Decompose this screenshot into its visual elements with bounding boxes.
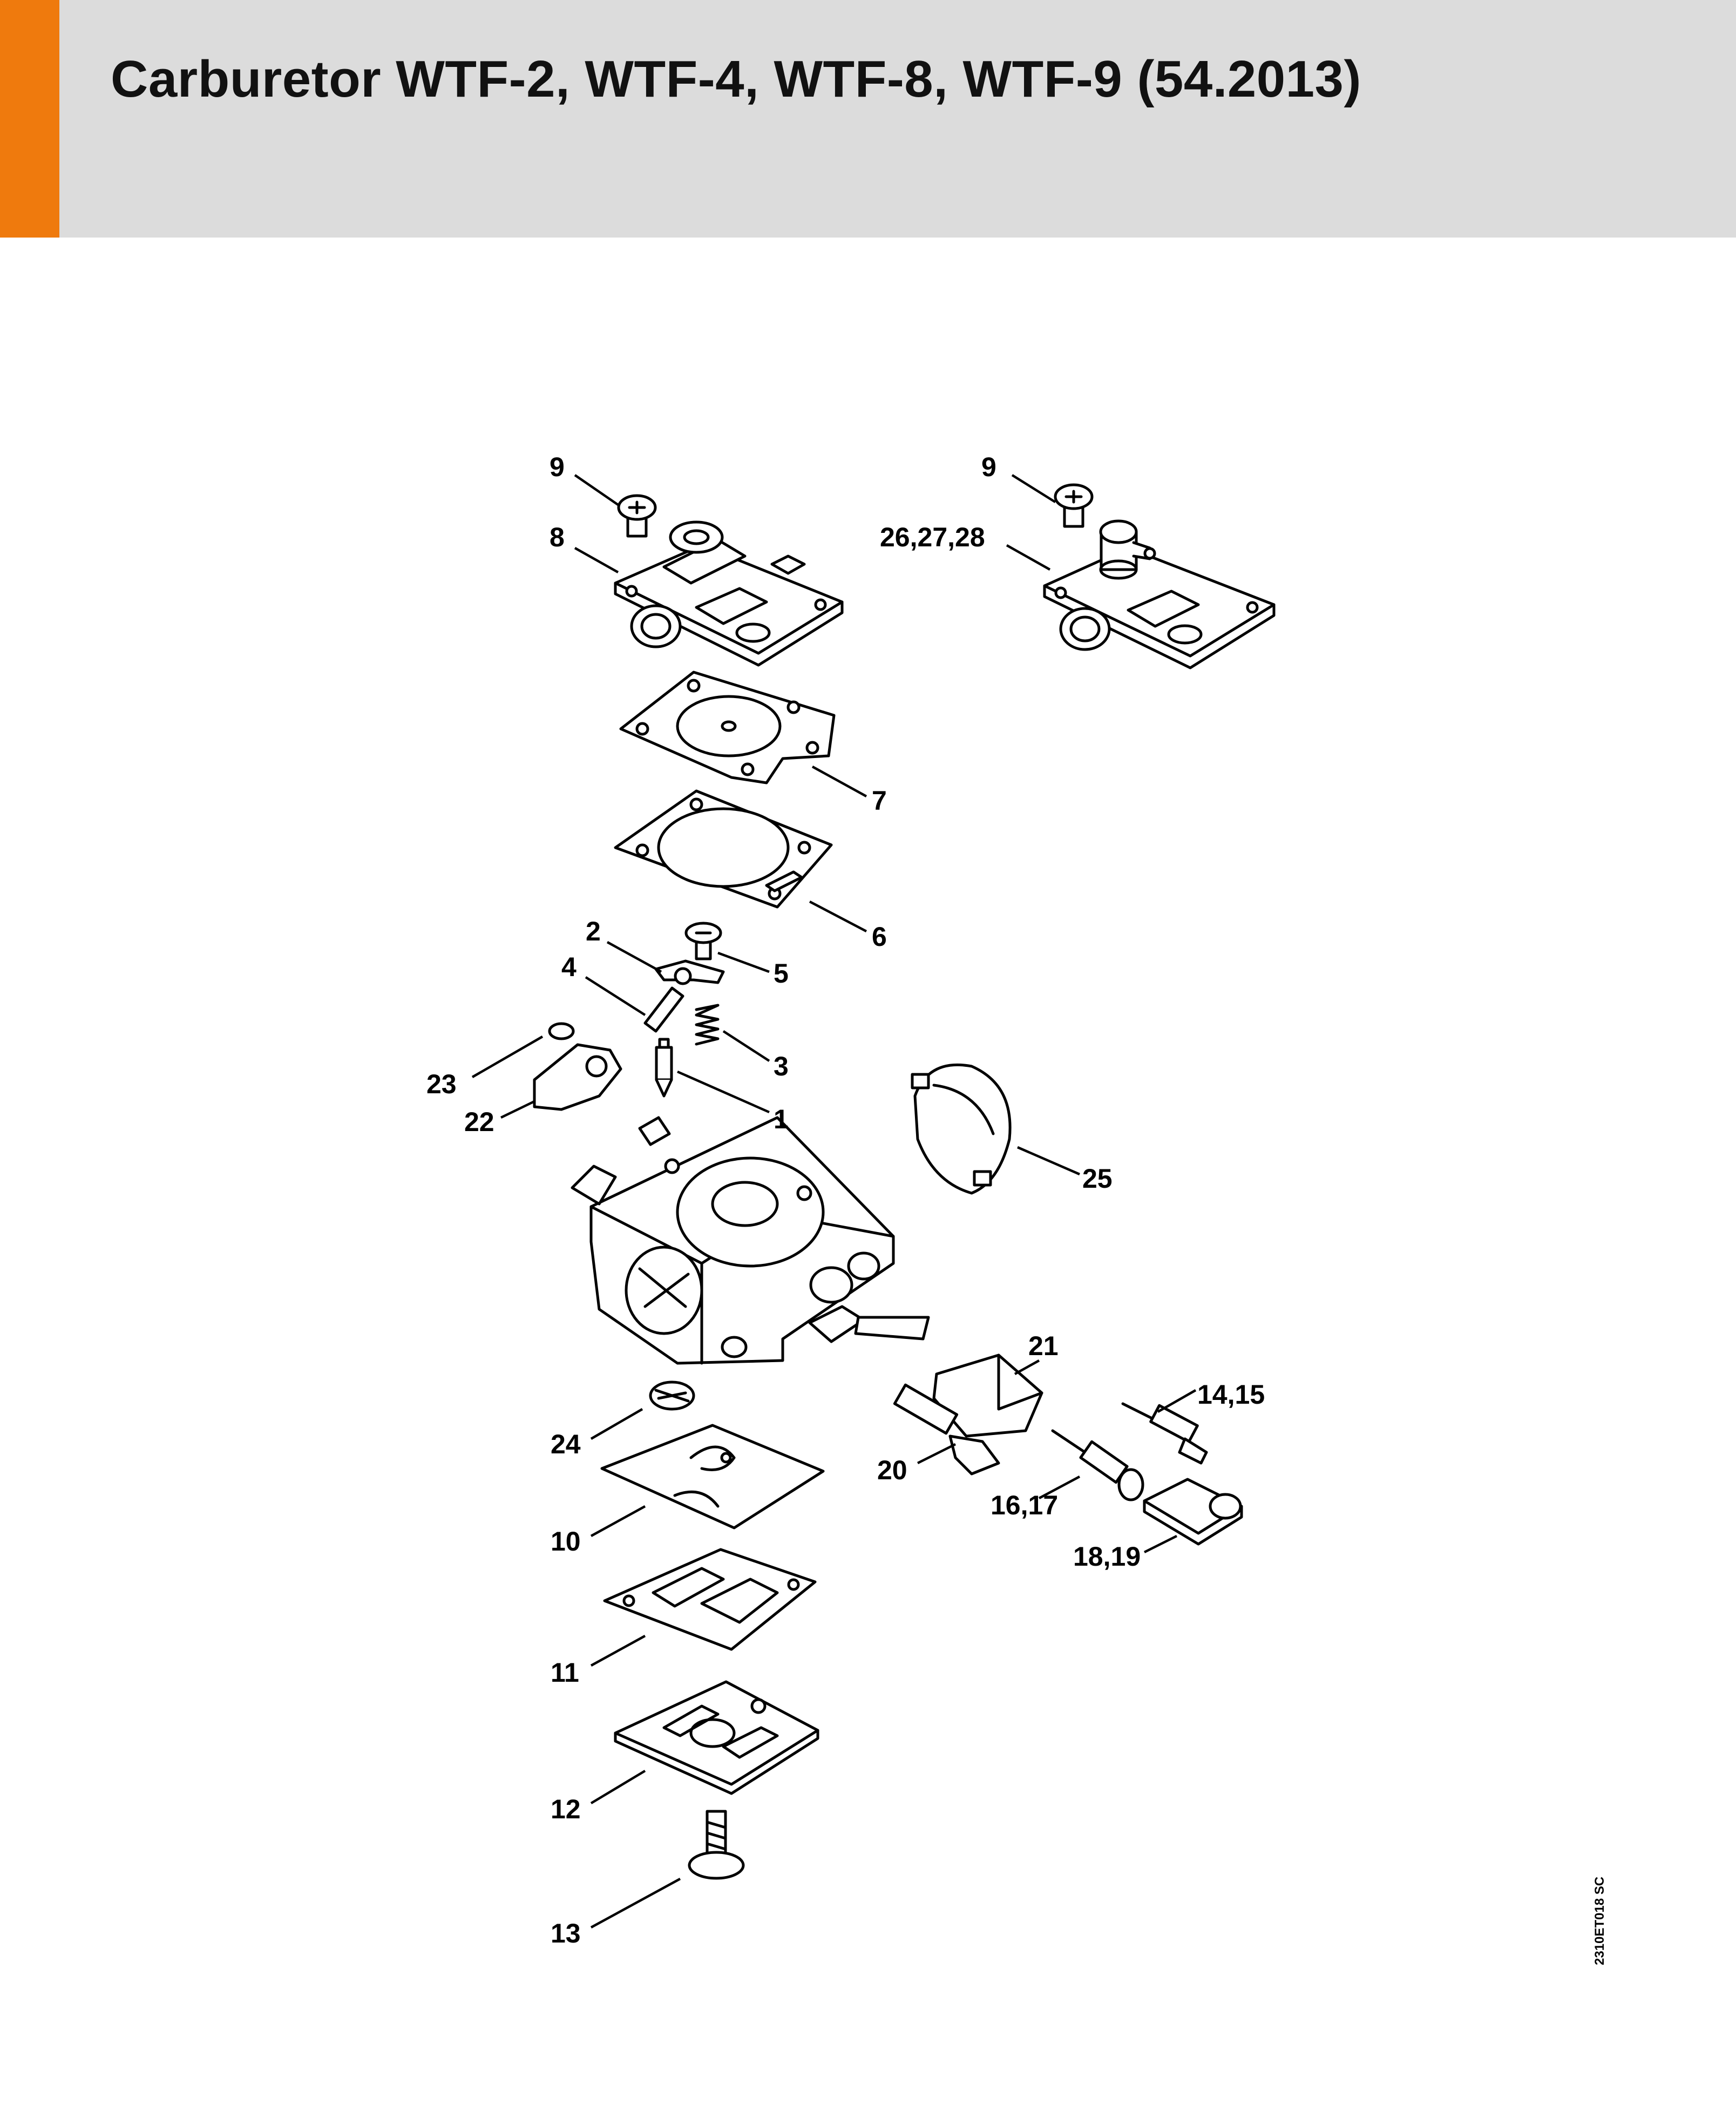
part-9-screw-left[interactable] (617, 494, 657, 538)
callout-label: 16,17 (991, 1490, 1058, 1520)
part-25-cover-cap[interactable] (911, 1063, 1012, 1195)
part-26-27-28-pump-cover-fitting[interactable] (1043, 519, 1276, 669)
part-13-screw[interactable] (688, 1810, 745, 1880)
part-21-choke-shaft[interactable] (932, 1353, 1043, 1438)
part-2-inlet-control-lever[interactable] (654, 959, 725, 985)
part-16-17-low-speed-screw[interactable] (1051, 1429, 1144, 1501)
part-20-adjusting-screw[interactable] (893, 1383, 1000, 1476)
part-5-screw[interactable] (684, 922, 722, 960)
callout-label: 5 (774, 958, 789, 989)
callout-label: 12 (551, 1794, 581, 1824)
callout-label: 25 (1082, 1163, 1113, 1194)
callout-label: 4 (561, 952, 577, 982)
callout-label: 8 (550, 522, 565, 552)
callout-label: 10 (551, 1526, 581, 1556)
callout-label: 24 (551, 1429, 581, 1459)
callout-label: 7 (872, 786, 887, 816)
callout-label: 23 (426, 1069, 457, 1099)
leader-lines (471, 474, 1197, 1928)
page-title: Carburetor WTF-2, WTF-4, WTF-8, WTF-9 (5… (111, 50, 1361, 108)
callout-label: 9 (981, 452, 996, 482)
header-bar: Carburetor WTF-2, WTF-4, WTF-8, WTF-9 (5… (0, 0, 1736, 238)
callout-label: 13 (551, 1918, 581, 1948)
callout-label: 26,27,28 (880, 522, 985, 552)
callout-label: 6 (872, 922, 887, 952)
callout-label: 18,19 (1073, 1541, 1141, 1572)
part-12-end-cover[interactable] (614, 1680, 819, 1795)
part-8-pump-cover[interactable] (614, 520, 844, 667)
part-10-metering-diaphragm[interactable] (600, 1424, 825, 1530)
part-23-circlip[interactable] (548, 1022, 575, 1040)
part-22-throttle-lever[interactable] (533, 1043, 622, 1111)
callout-label: 14,15 (1197, 1379, 1265, 1410)
callout-label: 21 (1028, 1331, 1059, 1361)
callout-label: 22 (464, 1107, 494, 1137)
carburetor-body[interactable] (571, 1116, 930, 1365)
part-7-pump-diaphragm[interactable] (619, 671, 836, 784)
callout-labels: 9 8 9 26,27,28 7 6 2 4 5 3 23 22 1 25 21… (426, 452, 1265, 1948)
part-1-inlet-needle[interactable] (655, 1038, 673, 1098)
part-18-19-limiter-cap[interactable] (1143, 1478, 1243, 1546)
part-4-spindle[interactable] (643, 986, 684, 1033)
part-6-gasket[interactable] (614, 789, 833, 909)
part-11-gasket[interactable] (603, 1548, 817, 1651)
image-reference-code: 2310ET018 SC (1592, 1876, 1607, 1965)
callout-label: 9 (550, 452, 565, 482)
part-3-spring[interactable] (695, 1004, 720, 1046)
callout-label: 2 (586, 916, 601, 946)
part-24-strainer[interactable] (649, 1380, 695, 1411)
part-9-screw-right[interactable] (1054, 483, 1094, 528)
header-accent-stripe (0, 0, 59, 238)
callout-label: 1 (774, 1104, 789, 1134)
callout-label: 3 (774, 1051, 789, 1081)
callout-label: 20 (877, 1455, 907, 1485)
callout-label: 11 (551, 1657, 579, 1688)
part-14-15-high-speed-screw[interactable] (1121, 1402, 1208, 1465)
